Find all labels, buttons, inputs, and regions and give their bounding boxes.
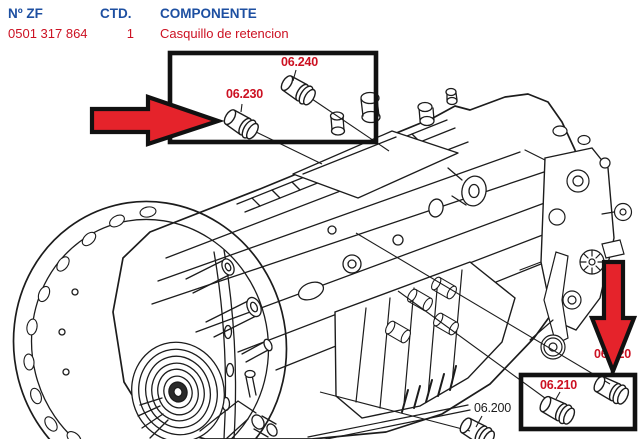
callout-06-230: 06.230 bbox=[226, 87, 264, 101]
part-component-name: Casquillo de retencion bbox=[160, 26, 289, 41]
bushing-06-240 bbox=[277, 71, 320, 109]
column-header-componente: COMPONENTE bbox=[160, 6, 257, 21]
part-quantity: 1 bbox=[126, 26, 134, 41]
bushing-06-220 bbox=[590, 372, 633, 408]
column-header-zf: Nº ZF bbox=[8, 6, 43, 21]
bushing-06-210 bbox=[536, 392, 579, 428]
callout-06-240: 06.240 bbox=[281, 55, 319, 69]
gearbox-bell-housing bbox=[12, 200, 288, 439]
column-header-qty: CTD. bbox=[100, 6, 132, 21]
callout-06-210: 06.210 bbox=[540, 378, 578, 392]
highlight-box-top bbox=[167, 50, 379, 145]
part-number: 0501 317 864 bbox=[8, 26, 88, 41]
callout-06-200: 06.200 bbox=[474, 401, 512, 415]
callout-06-220: 06.220 bbox=[594, 347, 632, 361]
highlight-box-bottom bbox=[518, 372, 638, 432]
bushing-06-200 bbox=[456, 414, 499, 439]
